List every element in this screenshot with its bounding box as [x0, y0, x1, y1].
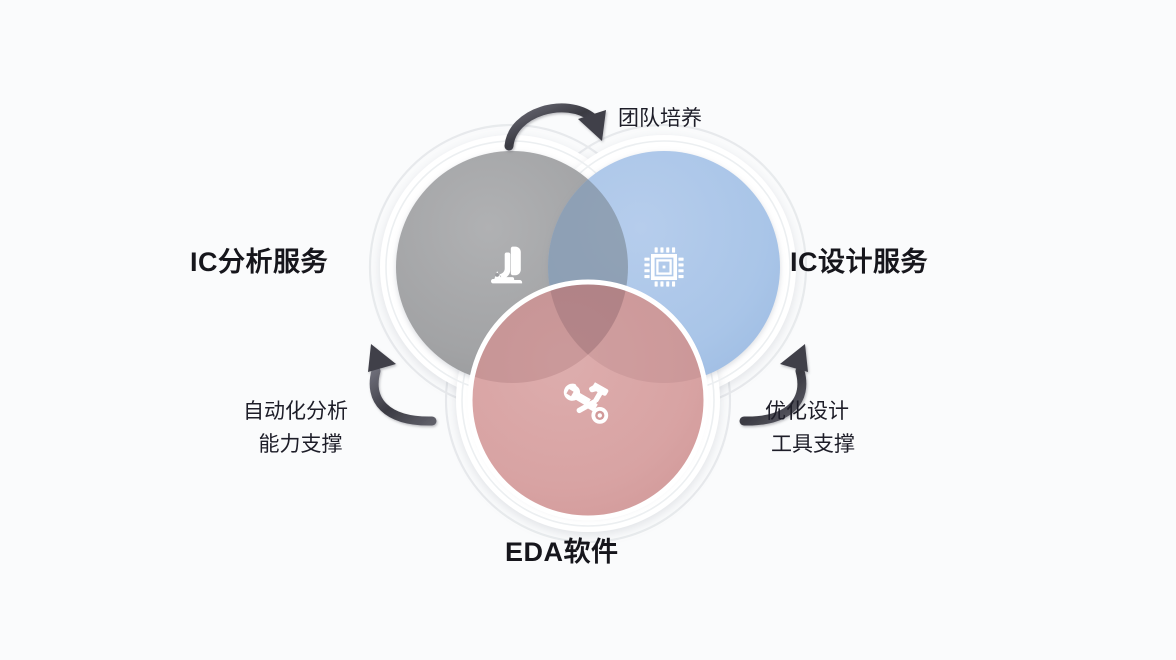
arrow-label-left: 自动化分析 能力支撑 — [243, 396, 348, 461]
overlap-triple — [548, 284, 628, 383]
arrow-label-top-line1: 团队培养 — [618, 107, 702, 130]
arrow-label-top: 团队培养 — [618, 103, 702, 136]
microscope-icon — [491, 246, 523, 284]
chip-icon — [644, 247, 684, 287]
arrow-right — [739, 344, 808, 426]
label-eda-software: EDA软件 — [505, 537, 619, 567]
overlap-eda-design — [548, 284, 704, 383]
tools-icon — [563, 382, 609, 424]
label-ic-design: IC设计服务 — [790, 247, 928, 277]
arrow-label-right-line1: 优化设计 — [765, 400, 849, 423]
eda-circle-rim — [467, 279, 709, 521]
arrow-label-left-line1: 自动化分析 — [243, 400, 348, 423]
arrow-label-right-line2: 工具支撑 — [771, 432, 855, 456]
arrow-top — [504, 103, 606, 151]
arrow-label-left-line2: 能力支撑 — [258, 432, 343, 456]
label-ic-analysis: IC分析服务 — [190, 247, 328, 277]
overlap-eda-analysis — [472, 284, 628, 383]
arrow-label-right: 优化设计 工具支撑 — [765, 396, 855, 461]
arrow-left — [368, 344, 437, 426]
